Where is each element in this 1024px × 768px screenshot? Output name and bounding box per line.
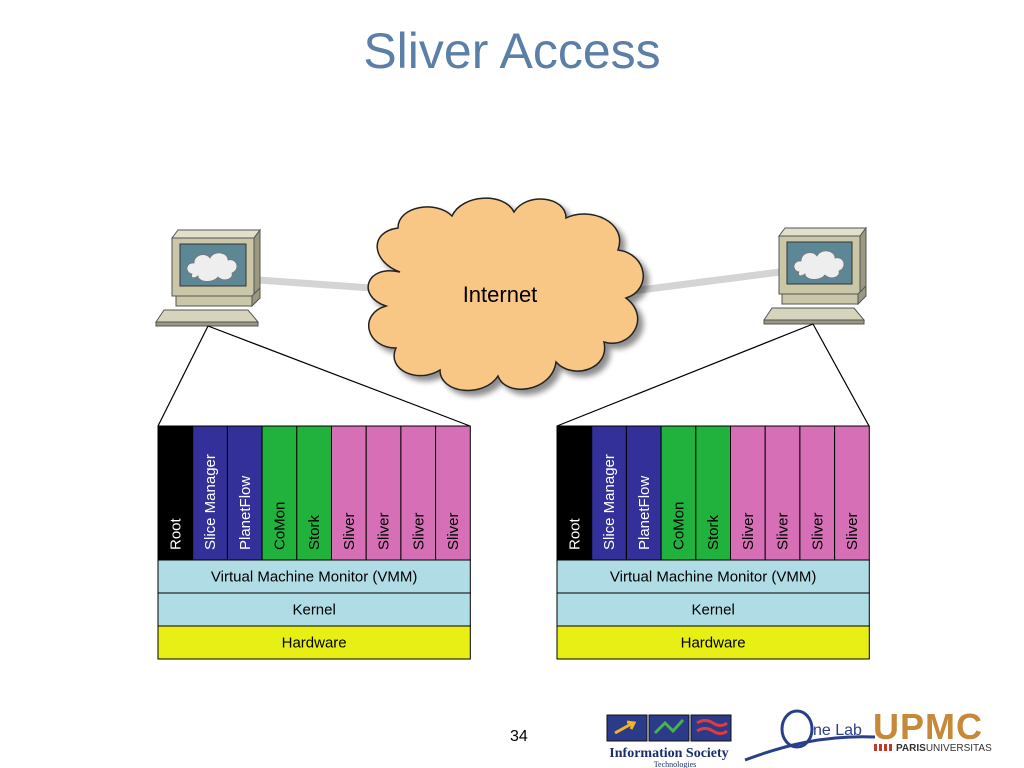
- computer-left: [155, 228, 261, 327]
- sliver-column-sliver: Sliver: [435, 425, 471, 561]
- sliver-column-stork: Stork: [695, 425, 731, 561]
- layer-label: Kernel: [691, 602, 734, 619]
- page-number: 34: [510, 728, 528, 745]
- onelab-logo-text: ne Lab: [813, 722, 862, 739]
- layer-fill: [157, 592, 471, 627]
- sliver-label: Sliver: [410, 512, 427, 550]
- sliver-column-slice-manager: Slice Manager: [591, 425, 627, 561]
- layer-hardware: Hardware: [157, 625, 471, 660]
- sliver-label: CoMon: [670, 502, 687, 550]
- sliver-column-fill: [591, 425, 627, 561]
- sliver-column-sliver: Sliver: [365, 425, 402, 561]
- sliver-label: Slice Manager: [202, 454, 219, 550]
- sliver-column-root: Root: [556, 425, 593, 561]
- sliver-column-planetflow: PlanetFlow: [226, 425, 263, 561]
- sliver-column-sliver: Sliver: [834, 425, 870, 561]
- sliver-column-fill: [400, 425, 437, 561]
- sliver-label: Stork: [306, 514, 323, 550]
- sliver-label: Sliver: [809, 512, 826, 550]
- sliver-label: Sliver: [775, 512, 792, 550]
- sliver-label: Slice Manager: [601, 454, 618, 550]
- sliver-column-sliver: Sliver: [400, 425, 437, 561]
- sliver-column-fill: [834, 425, 870, 561]
- layer-virtual-machine-monitor-vmm: Virtual Machine Monitor (VMM): [556, 559, 870, 594]
- ist-logo-text: Information Society: [609, 746, 728, 761]
- computer-right: [763, 226, 867, 325]
- sliver-label: Sliver: [341, 512, 358, 550]
- sliver-label: PlanetFlow: [237, 476, 254, 550]
- layer-fill: [556, 592, 870, 627]
- ist-logo-subtext: Technologies: [654, 760, 697, 768]
- onelab-logo: ne Lab: [744, 709, 876, 762]
- sliver-label: Stork: [705, 514, 722, 550]
- sliver-label: Root: [566, 517, 583, 550]
- sliver-column-fill: [556, 425, 593, 561]
- upmc-logo-subtext: PARISUNIVERSITAS: [896, 743, 992, 754]
- sliver-label: CoMon: [271, 502, 288, 550]
- sliver-column-stork: Stork: [296, 425, 332, 561]
- sliver-column-sliver: Sliver: [331, 425, 367, 561]
- sliver-column-fill: [261, 425, 298, 561]
- sliver-column-sliver: Sliver: [730, 425, 766, 561]
- footer-logos: Information Society Technologies ne Lab …: [606, 706, 992, 768]
- sliver-column-root: Root: [157, 425, 194, 561]
- sliver-column-fill: [435, 425, 471, 561]
- sliver-column-fill: [625, 425, 662, 561]
- sliver-label: Sliver: [844, 512, 861, 550]
- internet-label: Internet: [463, 282, 538, 307]
- sliver-column-fill: [331, 425, 367, 561]
- sliver-column-slice-manager: Slice Manager: [192, 425, 228, 561]
- sliver-column-fill: [764, 425, 801, 561]
- keyboard: [763, 307, 866, 321]
- sliver-column-fill: [192, 425, 228, 561]
- sliver-label: Sliver: [376, 512, 393, 550]
- layer-label: Hardware: [681, 635, 746, 652]
- layer-hardware: Hardware: [556, 625, 870, 660]
- sliver-column-fill: [730, 425, 766, 561]
- sliver-column-comon: CoMon: [660, 425, 697, 561]
- sliver-column-fill: [799, 425, 836, 561]
- zoom-line: [812, 323, 870, 427]
- sliver-label: Root: [167, 517, 184, 550]
- zoom-line: [207, 325, 471, 427]
- layer-label: Virtual Machine Monitor (VMM): [610, 569, 816, 586]
- sliver-column-sliver: Sliver: [799, 425, 836, 561]
- layer-fill: [157, 625, 471, 660]
- layer-label: Virtual Machine Monitor (VMM): [211, 569, 417, 586]
- node-stack-right: Root Slice Manager PlanetFlow CoMon Stork Sli…: [556, 425, 870, 660]
- sliver-column-sliver: Sliver: [764, 425, 801, 561]
- keyboard: [155, 309, 260, 323]
- sliver-label: PlanetFlow: [636, 476, 653, 550]
- ist-logo: Information Society Technologies: [606, 714, 732, 768]
- sliver-column-comon: CoMon: [261, 425, 298, 561]
- internet-cloud: [367, 197, 644, 392]
- network-link-right: [624, 268, 781, 296]
- sliver-label: Sliver: [740, 512, 757, 550]
- layer-label: Hardware: [282, 635, 347, 652]
- upmc-logo-text: UPMC: [873, 706, 983, 747]
- upmc-logo: UPMC PARISUNIVERSITAS: [873, 706, 992, 754]
- layer-kernel: Kernel: [556, 592, 870, 627]
- layer-virtual-machine-monitor-vmm: Virtual Machine Monitor (VMM): [157, 559, 471, 594]
- sliver-label: Sliver: [445, 512, 462, 550]
- layer-kernel: Kernel: [157, 592, 471, 627]
- layer-label: Kernel: [292, 602, 335, 619]
- screen-cloud-icon: [793, 250, 845, 280]
- screen-cloud-icon: [186, 252, 238, 282]
- zoom-line: [556, 323, 814, 427]
- layer-fill: [157, 559, 471, 594]
- node-stack-left: Root Slice Manager PlanetFlow CoMon Stork Sli…: [157, 425, 471, 660]
- layer-fill: [556, 559, 870, 594]
- slide-title: Sliver Access: [363, 23, 661, 79]
- sliver-column-planetflow: PlanetFlow: [625, 425, 662, 561]
- layer-fill: [556, 625, 870, 660]
- zoom-line: [157, 325, 209, 427]
